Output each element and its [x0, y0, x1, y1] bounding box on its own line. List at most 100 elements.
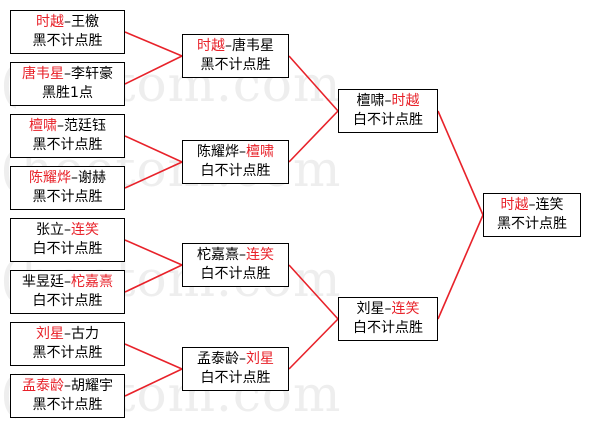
connector-round2-4	[288, 318, 339, 370]
result-text: 黑不计点胜	[32, 189, 103, 205]
players-row: 芈昱廷–柁嘉熹	[22, 273, 113, 292]
player-black: 唐韦星	[22, 66, 64, 82]
match-box-round3-2: 刘星–连笑白不计点胜	[338, 297, 438, 341]
result-text: 黑不计点胜	[32, 137, 103, 153]
player-white: 唐韦星	[232, 38, 274, 54]
player-white: 刘星	[246, 351, 274, 367]
player-white: 胡耀宇	[71, 378, 113, 394]
result-text: 白不计点胜	[353, 320, 423, 336]
separator: –	[64, 14, 71, 30]
player-white: 柁嘉熹	[71, 274, 113, 290]
match-box-round1-6: 芈昱廷–柁嘉熹白不计点胜	[10, 270, 125, 314]
player-black: 孟泰龄	[22, 378, 64, 394]
result-text: 黑不计点胜	[200, 57, 271, 73]
connector-round1-8	[124, 368, 183, 397]
match-box-round1-8: 孟泰龄–胡耀宇黑不计点胜	[10, 374, 125, 418]
player-black: 陈耀烨	[29, 170, 71, 186]
connector-round3-1	[437, 110, 484, 216]
player-white: 檀啸	[246, 144, 274, 160]
player-white: 连笑	[391, 301, 420, 317]
separator: –	[225, 38, 232, 54]
result-text: 黑不计点胜	[32, 345, 103, 361]
separator: –	[64, 326, 71, 342]
connector-round2-3	[288, 264, 339, 320]
players-row: 孟泰龄–刘星	[197, 350, 274, 369]
connector-round3-2	[437, 214, 484, 320]
player-black: 时越	[197, 38, 225, 54]
players-row: 孟泰龄–胡耀宇	[22, 377, 113, 396]
match-box-round3-1: 檀啸–时越白不计点胜	[338, 89, 438, 133]
player-white: 连笑	[71, 222, 99, 238]
player-black: 檀啸	[29, 118, 57, 134]
separator: –	[384, 301, 392, 317]
match-box-round2-3: 柁嘉熹–连笑白不计点胜	[182, 243, 289, 287]
result-text: 黑胜1点	[42, 85, 93, 101]
result-text: 白不计点胜	[353, 112, 423, 128]
connector-round2-2	[288, 110, 339, 163]
player-black: 刘星	[36, 326, 64, 342]
separator: –	[239, 351, 246, 367]
player-black: 柁嘉熹	[197, 247, 239, 263]
players-row: 柁嘉熹–连笑	[197, 246, 274, 265]
player-black: 芈昱廷	[22, 274, 64, 290]
player-white: 谢赫	[78, 170, 106, 186]
separator: –	[528, 197, 536, 213]
result-text: 白不计点胜	[32, 293, 103, 309]
connector-round1-5	[124, 239, 183, 266]
players-row: 陈耀烨–檀啸	[197, 143, 274, 162]
player-black: 陈耀烨	[197, 144, 239, 160]
players-row: 檀啸–范廷钰	[29, 117, 106, 136]
players-row: 时越–唐韦星	[197, 37, 274, 56]
separator: –	[384, 93, 392, 109]
players-row: 张立–连笑	[36, 221, 99, 240]
players-row: 陈耀烨–谢赫	[29, 169, 106, 188]
players-row: 刘星–古力	[36, 325, 99, 344]
separator: –	[239, 247, 246, 263]
separator: –	[64, 66, 71, 82]
result-text: 白不计点胜	[200, 266, 271, 282]
connector-round1-1	[124, 31, 183, 57]
match-box-final-1: 时越–连笑黑不计点胜	[483, 193, 581, 237]
players-row: 时越–王檄	[36, 13, 99, 32]
players-row: 时越–连笑	[501, 196, 564, 215]
connector-round1-3	[124, 135, 183, 163]
result-text: 白不计点胜	[32, 241, 103, 257]
match-box-round1-5: 张立–连笑白不计点胜	[10, 218, 125, 262]
separator: –	[71, 170, 78, 186]
separator: –	[64, 378, 71, 394]
player-white: 连笑	[246, 247, 274, 263]
connector-round1-4	[124, 161, 183, 189]
result-text: 黑不计点胜	[497, 216, 567, 232]
player-black: 时越	[500, 197, 529, 213]
match-box-round1-1: 时越–王檄黑不计点胜	[10, 10, 125, 54]
match-box-round1-4: 陈耀烨–谢赫黑不计点胜	[10, 166, 125, 210]
player-black: 檀啸	[356, 93, 385, 109]
separator: –	[239, 144, 246, 160]
match-box-round1-3: 檀啸–范廷钰黑不计点胜	[10, 114, 125, 158]
separator: –	[57, 118, 64, 134]
connector-round2-1	[288, 55, 339, 112]
match-box-round2-2: 陈耀烨–檀啸白不计点胜	[182, 140, 289, 184]
player-white: 王檄	[71, 14, 99, 30]
player-black: 张立	[36, 222, 64, 238]
connector-round1-2	[124, 55, 183, 85]
player-black: 孟泰龄	[197, 351, 239, 367]
result-text: 白不计点胜	[200, 163, 271, 179]
player-white: 李轩豪	[71, 66, 113, 82]
match-box-round1-7: 刘星–古力黑不计点胜	[10, 322, 125, 366]
result-text: 白不计点胜	[200, 370, 271, 386]
player-white: 连笑	[535, 197, 564, 213]
players-row: 檀啸–时越	[357, 92, 420, 111]
connector-round1-6	[124, 264, 183, 293]
separator: –	[64, 274, 71, 290]
result-text: 黑不计点胜	[32, 33, 103, 49]
result-text: 黑不计点胜	[32, 397, 103, 413]
player-black: 时越	[36, 14, 64, 30]
player-black: 刘星	[356, 301, 385, 317]
connector-round1-7	[124, 343, 183, 370]
match-box-round1-2: 唐韦星–李轩豪黑胜1点	[10, 62, 125, 106]
player-white: 古力	[71, 326, 99, 342]
separator: –	[64, 222, 71, 238]
match-box-round2-4: 孟泰龄–刘星白不计点胜	[182, 347, 289, 391]
